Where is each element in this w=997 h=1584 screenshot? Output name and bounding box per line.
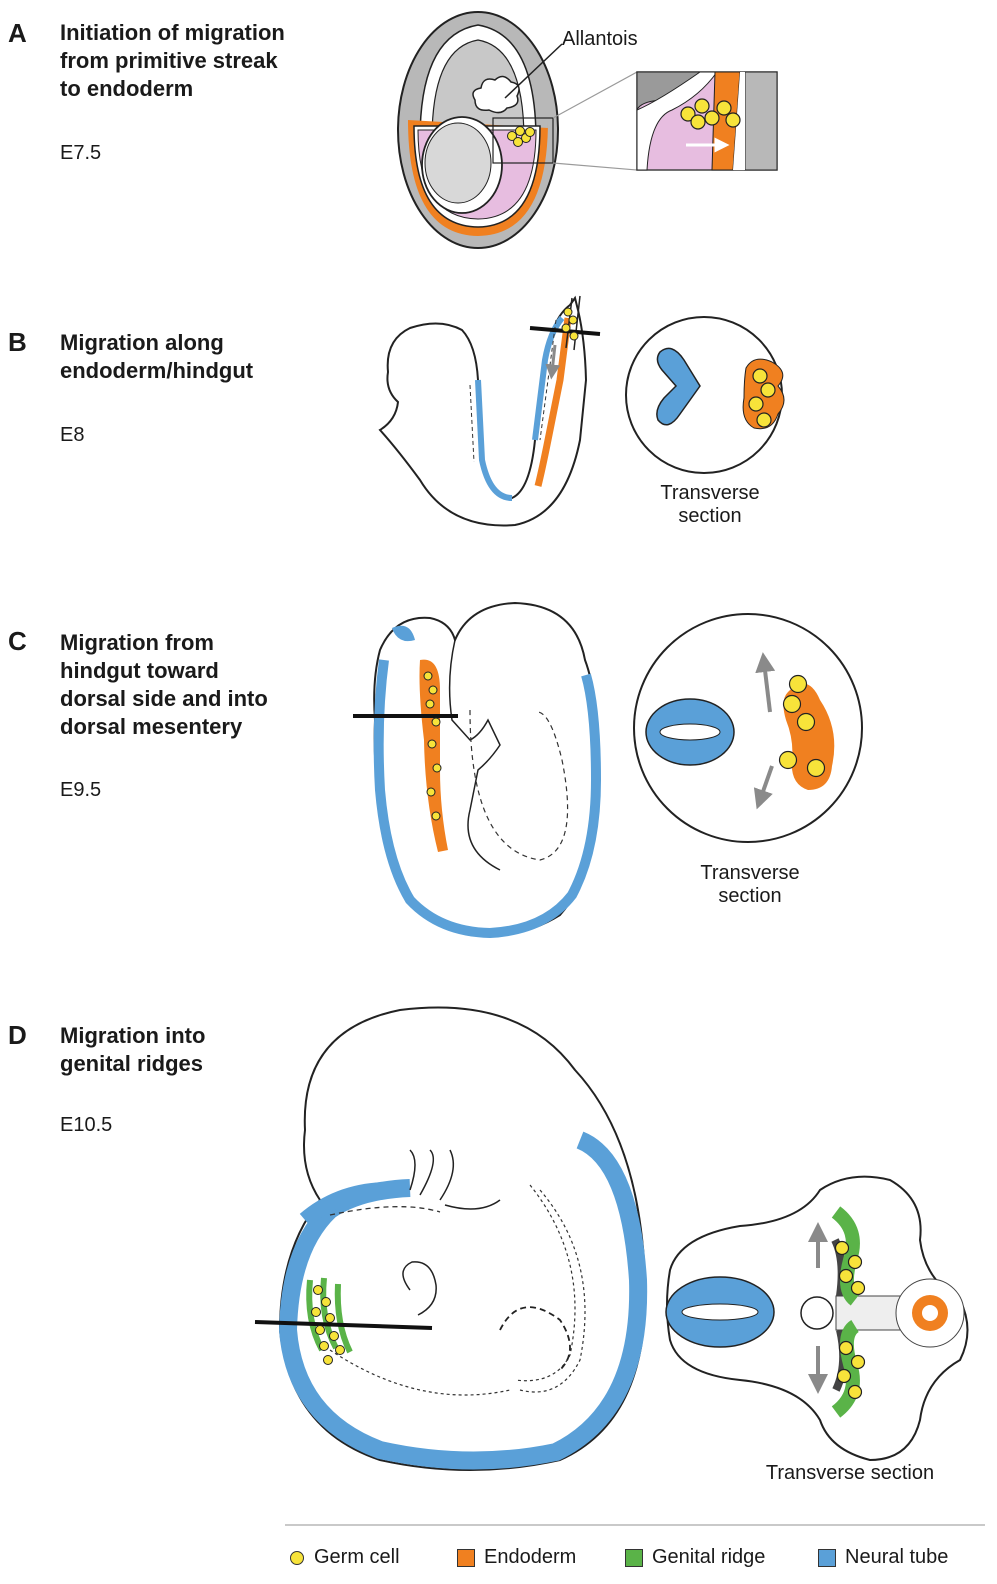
panel-b-transverse-section: [626, 317, 784, 473]
legend-item-germ-cell: Germ cell: [290, 1546, 400, 1569]
panel-a-inset: [637, 72, 777, 170]
zoom-line: [553, 163, 637, 170]
neural-tube-swatch-icon: [818, 1549, 836, 1567]
transverse-section-label-b: Transverse section: [640, 482, 780, 528]
panel-c-embryo: [353, 603, 598, 936]
endoderm-swatch-icon: [457, 1549, 475, 1567]
panel-d-transverse-section: [666, 1177, 968, 1460]
legend-item-genital-ridge: Genital ridge: [625, 1546, 765, 1569]
germ-cell-dot-icon: [290, 1551, 304, 1565]
allantois-label: Allantois: [562, 28, 638, 51]
panel-a-egg-cylinder: [398, 12, 562, 248]
legend: Germ cell Endoderm Genital ridge Neural …: [285, 1524, 985, 1526]
legend-item-neural-tube: Neural tube: [818, 1546, 948, 1569]
legend-item-endoderm: Endoderm: [457, 1546, 576, 1569]
transverse-section-label-d: Transverse section: [740, 1462, 960, 1485]
panel-d-embryo: [255, 1008, 645, 1471]
legend-label: Genital ridge: [652, 1546, 765, 1569]
legend-label: Germ cell: [314, 1546, 400, 1569]
zoom-line: [553, 72, 637, 118]
panel-c-transverse-section: [634, 614, 862, 842]
transverse-section-label-c: Transverse section: [680, 862, 820, 908]
legend-label: Endoderm: [484, 1546, 576, 1569]
genital-ridge-swatch-icon: [625, 1549, 643, 1567]
legend-label: Neural tube: [845, 1546, 948, 1569]
